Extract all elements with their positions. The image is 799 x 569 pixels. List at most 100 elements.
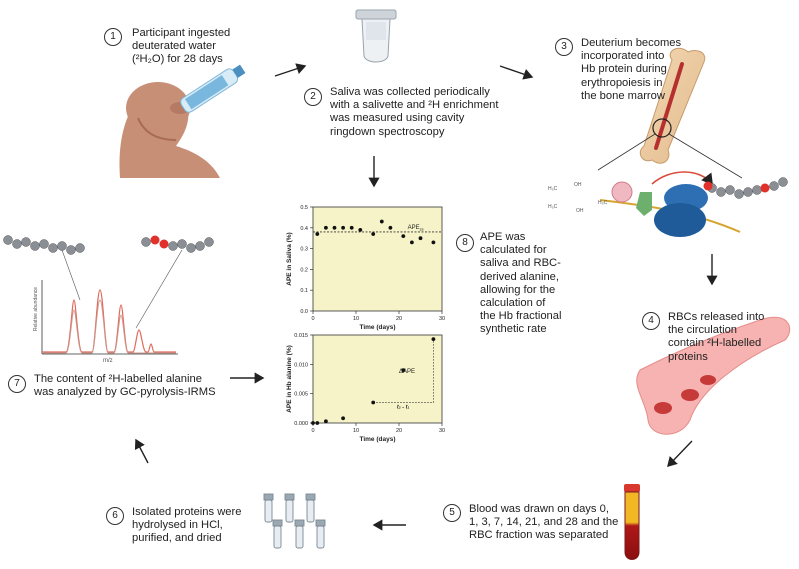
- step-5-line: RBC fraction was separated: [469, 529, 609, 542]
- x-tick-label: 20: [396, 316, 402, 322]
- blood-vessel-illustration: [636, 316, 791, 435]
- data-point: [315, 421, 320, 425]
- step-5-line: 1, 3, 7, 14, 21, and 28 and the: [469, 516, 619, 529]
- data-point: [401, 368, 406, 373]
- plot-area: [312, 334, 443, 424]
- data-point: [349, 225, 354, 230]
- step-6-line: hydrolysed in HCl,: [132, 519, 223, 532]
- step-3-line: incorporated into: [581, 50, 665, 63]
- svg-text:H₃C: H₃C: [548, 204, 558, 210]
- y-tick-label: 0.0: [300, 309, 308, 315]
- step-2-line: was measured using cavity: [330, 112, 465, 125]
- step-8-line: calculation of: [480, 297, 546, 310]
- step-7-line: The content of ²H-labelled alanine: [34, 373, 202, 385]
- x-tick-label: 10: [353, 428, 359, 434]
- step-8-line: calculated for: [480, 244, 547, 257]
- blood-tube-icon: [624, 484, 640, 560]
- bone-marrow-illustration: [597, 47, 743, 179]
- step-8-line: allowing for the: [480, 283, 556, 296]
- step-1-line: Participant ingested: [132, 27, 231, 39]
- step-7-line: was analyzed by GC-pyrolysis-IRMS: [34, 386, 216, 399]
- step-2-number: 2: [304, 88, 322, 106]
- step-6-line: purified, and dried: [132, 532, 222, 545]
- x-axis-label: Time (days): [359, 324, 395, 331]
- step-1-number: 1: [104, 28, 122, 46]
- x-tick-label: 30: [439, 428, 445, 434]
- svg-text:OH: OH: [574, 182, 582, 188]
- x-tick-label: 30: [439, 316, 445, 322]
- data-point: [401, 234, 406, 239]
- flow-arrows: [134, 63, 718, 531]
- y-axis-label: APE in Saliva (%): [286, 232, 293, 285]
- x-tick-label: 10: [353, 316, 359, 322]
- y-tick-label: 0.4: [300, 226, 308, 232]
- data-point: [418, 236, 423, 241]
- x-tick-label: 20: [396, 428, 402, 434]
- step-6-number: 6: [106, 507, 124, 525]
- step-4-number: 4: [642, 312, 660, 330]
- delta-time-label: t₂ - t₁: [397, 404, 410, 410]
- step-4-line: contain ²H-labelled: [668, 337, 762, 350]
- plot-area: [312, 206, 443, 312]
- chromatogram-illustration: [3, 235, 214, 355]
- plateau-label: APEss: [408, 225, 424, 232]
- step-8-line: synthetic rate: [480, 323, 547, 336]
- y-axis-label: APE in Hb alanine (%): [286, 345, 293, 413]
- step-2-line: with a salivette and ²H enrichment: [330, 99, 499, 112]
- step-3-line: the bone marrow: [581, 89, 665, 102]
- data-point: [371, 400, 376, 405]
- step-3-number: 3: [555, 38, 573, 56]
- data-point: [341, 416, 345, 421]
- step-2-line: ringdown spectroscopy: [330, 125, 445, 138]
- delta-guide: [373, 339, 434, 403]
- step-1-line: (²H₂O) for 28 days: [132, 53, 223, 66]
- step-6-line: Isolated proteins were: [132, 506, 242, 518]
- step-7-number: 7: [8, 375, 26, 393]
- protein-vials-icon: [263, 493, 326, 549]
- delta-ape-label: ΔAPE: [399, 369, 415, 375]
- data-point: [315, 232, 320, 236]
- data-point: [388, 225, 393, 230]
- step-2-line: Saliva was collected periodically: [330, 86, 490, 98]
- step-8-line: APE was: [480, 231, 526, 243]
- data-point: [324, 225, 328, 230]
- data-point: [358, 227, 363, 232]
- step-8-number: 8: [456, 234, 474, 252]
- y-tick-label: 0.005: [294, 392, 308, 398]
- y-tick-label: 0.3: [300, 247, 308, 253]
- arrow-2-to-3: [499, 65, 534, 80]
- y-tick-label: 0.2: [300, 267, 308, 273]
- step-8-line: derived alanine,: [480, 270, 559, 283]
- x-tick-label: 0: [311, 316, 314, 322]
- data-point: [371, 232, 376, 236]
- y-tick-label: 0.1: [300, 288, 308, 294]
- svg-text:H₃C: H₃C: [548, 186, 558, 192]
- y-tick-label: 0.010: [294, 362, 308, 368]
- step-8-line: the Hb fractional: [480, 310, 562, 323]
- step-3-line: Hb protein during: [581, 63, 667, 76]
- data-point: [311, 421, 315, 425]
- y-tick-label: 0.000: [294, 421, 308, 427]
- x-tick-label: 0: [311, 428, 314, 434]
- arrow-6-to-7: [134, 438, 149, 464]
- chromatogram-xlabel: m/z: [103, 358, 113, 364]
- step-1-line: deuterated water: [132, 40, 216, 53]
- step-8-line: saliva and RBC-: [480, 257, 561, 270]
- y-tick-label: 0.015: [294, 333, 308, 339]
- data-point: [410, 240, 414, 245]
- step-3-line: erythropoiesis in: [581, 76, 663, 89]
- data-point: [431, 337, 436, 342]
- svg-text:H₃C: H₃C: [598, 200, 608, 206]
- y-tick-label: 0.5: [300, 205, 308, 211]
- step-4-line: proteins: [668, 350, 708, 363]
- step-3-line: Deuterium becomes: [581, 37, 682, 49]
- step-4-line: the circulation: [668, 324, 738, 337]
- step-5-number: 5: [443, 504, 461, 522]
- chromatogram-ylabel: Relative abundance: [33, 286, 39, 332]
- step-4-line: RBCs released into: [668, 311, 765, 323]
- salivette-tube-icon: [355, 9, 397, 63]
